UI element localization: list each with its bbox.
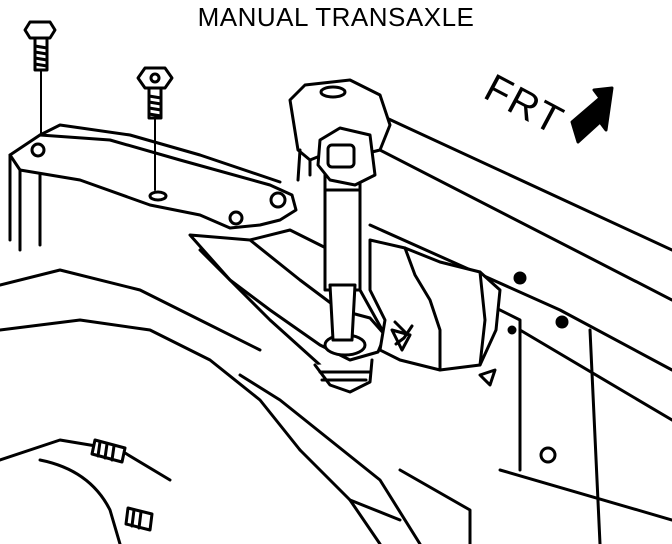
bolt-center <box>136 66 174 191</box>
front-arrow-icon <box>570 86 614 144</box>
stud-upper <box>90 438 127 464</box>
diagram-title: MANUAL TRANSAXLE <box>197 2 475 32</box>
transaxle-housing <box>0 268 472 544</box>
body-frame <box>368 113 672 544</box>
mount-cover <box>288 78 392 187</box>
stud-lower <box>124 506 154 532</box>
mount-housing <box>368 238 502 387</box>
mount-bracket <box>8 123 298 252</box>
bolt-left <box>23 20 57 136</box>
support-shaft <box>323 168 362 342</box>
